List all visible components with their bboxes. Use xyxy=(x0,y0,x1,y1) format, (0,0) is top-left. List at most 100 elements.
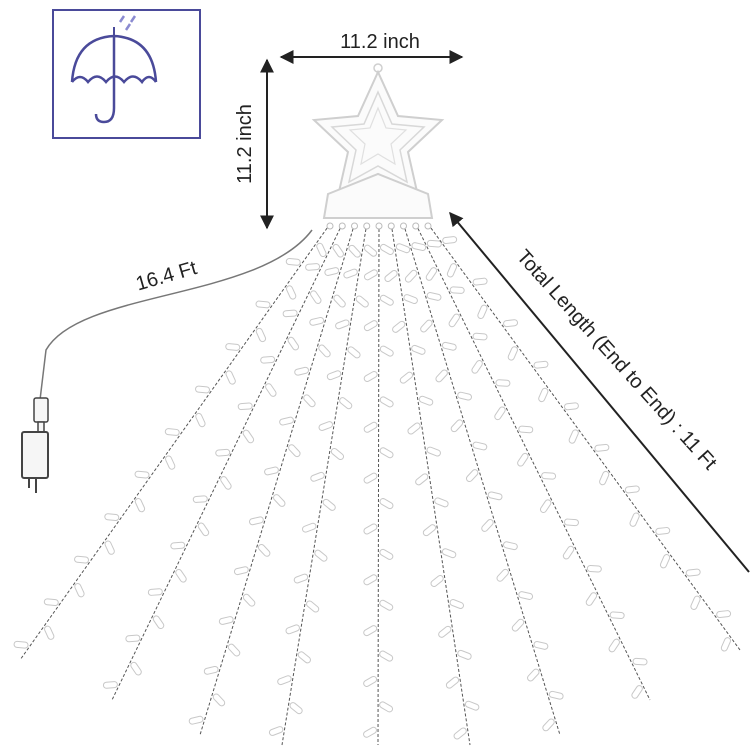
led-bulb xyxy=(294,366,310,376)
led-bulb xyxy=(303,394,316,408)
strand-connector xyxy=(363,222,371,230)
led-bulb xyxy=(418,395,434,406)
led-bulb xyxy=(326,370,342,381)
led-bulb xyxy=(316,242,327,258)
led-bulb xyxy=(104,540,115,555)
led-bulb xyxy=(288,444,301,458)
led-bulb xyxy=(249,516,264,526)
led-bulb xyxy=(335,319,350,330)
led-bulb xyxy=(264,466,279,476)
led-bulb xyxy=(379,345,394,357)
led-bulb xyxy=(289,702,303,715)
strand-wire xyxy=(390,223,471,746)
strand-wire xyxy=(427,223,741,651)
led-bulb xyxy=(430,575,444,587)
led-bulb xyxy=(285,624,300,635)
led-bulb xyxy=(44,625,55,640)
led-bulb xyxy=(277,675,292,686)
width-dimension-label: 11.2 inch xyxy=(340,31,420,53)
strand-wire xyxy=(377,223,380,746)
led-bulb xyxy=(539,499,552,513)
led-bulb xyxy=(503,319,519,328)
led-bulb xyxy=(220,476,232,490)
led-bulb xyxy=(152,615,165,630)
led-bulb xyxy=(203,665,219,675)
led-bulb xyxy=(631,685,643,699)
strand-wire xyxy=(281,223,368,746)
led-bulb xyxy=(310,471,325,482)
led-bulb xyxy=(511,618,525,632)
led-bulb xyxy=(594,443,610,452)
led-bulb xyxy=(43,598,59,607)
lead-cable: 16.4 Ft xyxy=(39,229,313,401)
led-bulb xyxy=(533,641,549,650)
led-bulb xyxy=(487,491,503,501)
led-bulb xyxy=(255,327,267,343)
led-bulb xyxy=(297,651,311,664)
led-bulb xyxy=(215,448,231,457)
led-bulb xyxy=(188,715,204,725)
led-bulb xyxy=(363,244,378,257)
led-bulb xyxy=(442,236,458,244)
led-bulb xyxy=(265,383,277,397)
led-bulb xyxy=(379,396,394,408)
led-bulb xyxy=(472,277,488,286)
led-bulb xyxy=(392,320,406,333)
led-bulb xyxy=(287,336,300,351)
led-bulb xyxy=(441,548,457,559)
led-bulb xyxy=(273,494,286,507)
led-bulb xyxy=(363,675,378,687)
led-bulb xyxy=(242,429,255,444)
total-length-label: Total Length (End to End) : 11 Ft xyxy=(512,246,721,475)
led-bulb xyxy=(586,564,602,573)
led-bulb xyxy=(471,360,483,374)
led-bulb xyxy=(477,304,488,320)
led-bulb xyxy=(225,343,241,351)
led-bulb xyxy=(318,344,331,358)
led-bulb xyxy=(164,428,180,436)
led-bulb xyxy=(446,263,458,278)
led-bulb xyxy=(102,681,118,689)
led-bulb xyxy=(147,588,163,596)
led-bulb xyxy=(363,370,378,382)
led-bulb xyxy=(415,473,429,486)
led-bulb xyxy=(494,406,506,421)
led-bulb xyxy=(411,344,426,355)
led-bulb xyxy=(495,379,511,387)
strand-wire xyxy=(403,223,561,736)
led-bulb xyxy=(538,387,549,403)
led-bulb xyxy=(599,470,610,486)
led-bulb xyxy=(563,402,579,411)
led-bulb xyxy=(379,599,394,611)
led-bulb xyxy=(404,269,418,283)
led-bulb xyxy=(293,573,309,584)
led-bulb xyxy=(379,701,394,713)
umbrella-rain-icon xyxy=(52,9,201,139)
led-bulb xyxy=(465,469,479,483)
led-bulb xyxy=(74,583,85,598)
led-bulb xyxy=(175,568,187,583)
led-bulb xyxy=(685,568,701,577)
led-bulb xyxy=(379,447,394,459)
led-bulb xyxy=(453,727,467,740)
led-bulb xyxy=(130,661,142,676)
led-bulb xyxy=(125,634,141,643)
led-bulb xyxy=(608,638,620,653)
led-bulb xyxy=(379,548,394,560)
strand-wire xyxy=(111,223,343,701)
led-bulb xyxy=(518,425,534,434)
led-bulb xyxy=(438,625,452,638)
led-bulb xyxy=(395,243,411,254)
plug-icon xyxy=(21,397,49,493)
led-bulb xyxy=(165,455,176,470)
led-bulb xyxy=(257,543,271,557)
led-bulb xyxy=(343,268,358,279)
led-bulb xyxy=(609,611,625,619)
led-bulb xyxy=(195,385,210,394)
led-bulb xyxy=(255,300,271,309)
led-bulb xyxy=(659,554,671,569)
led-bulb xyxy=(170,541,186,550)
led-bulb xyxy=(233,566,249,576)
strand-connector xyxy=(351,222,358,230)
